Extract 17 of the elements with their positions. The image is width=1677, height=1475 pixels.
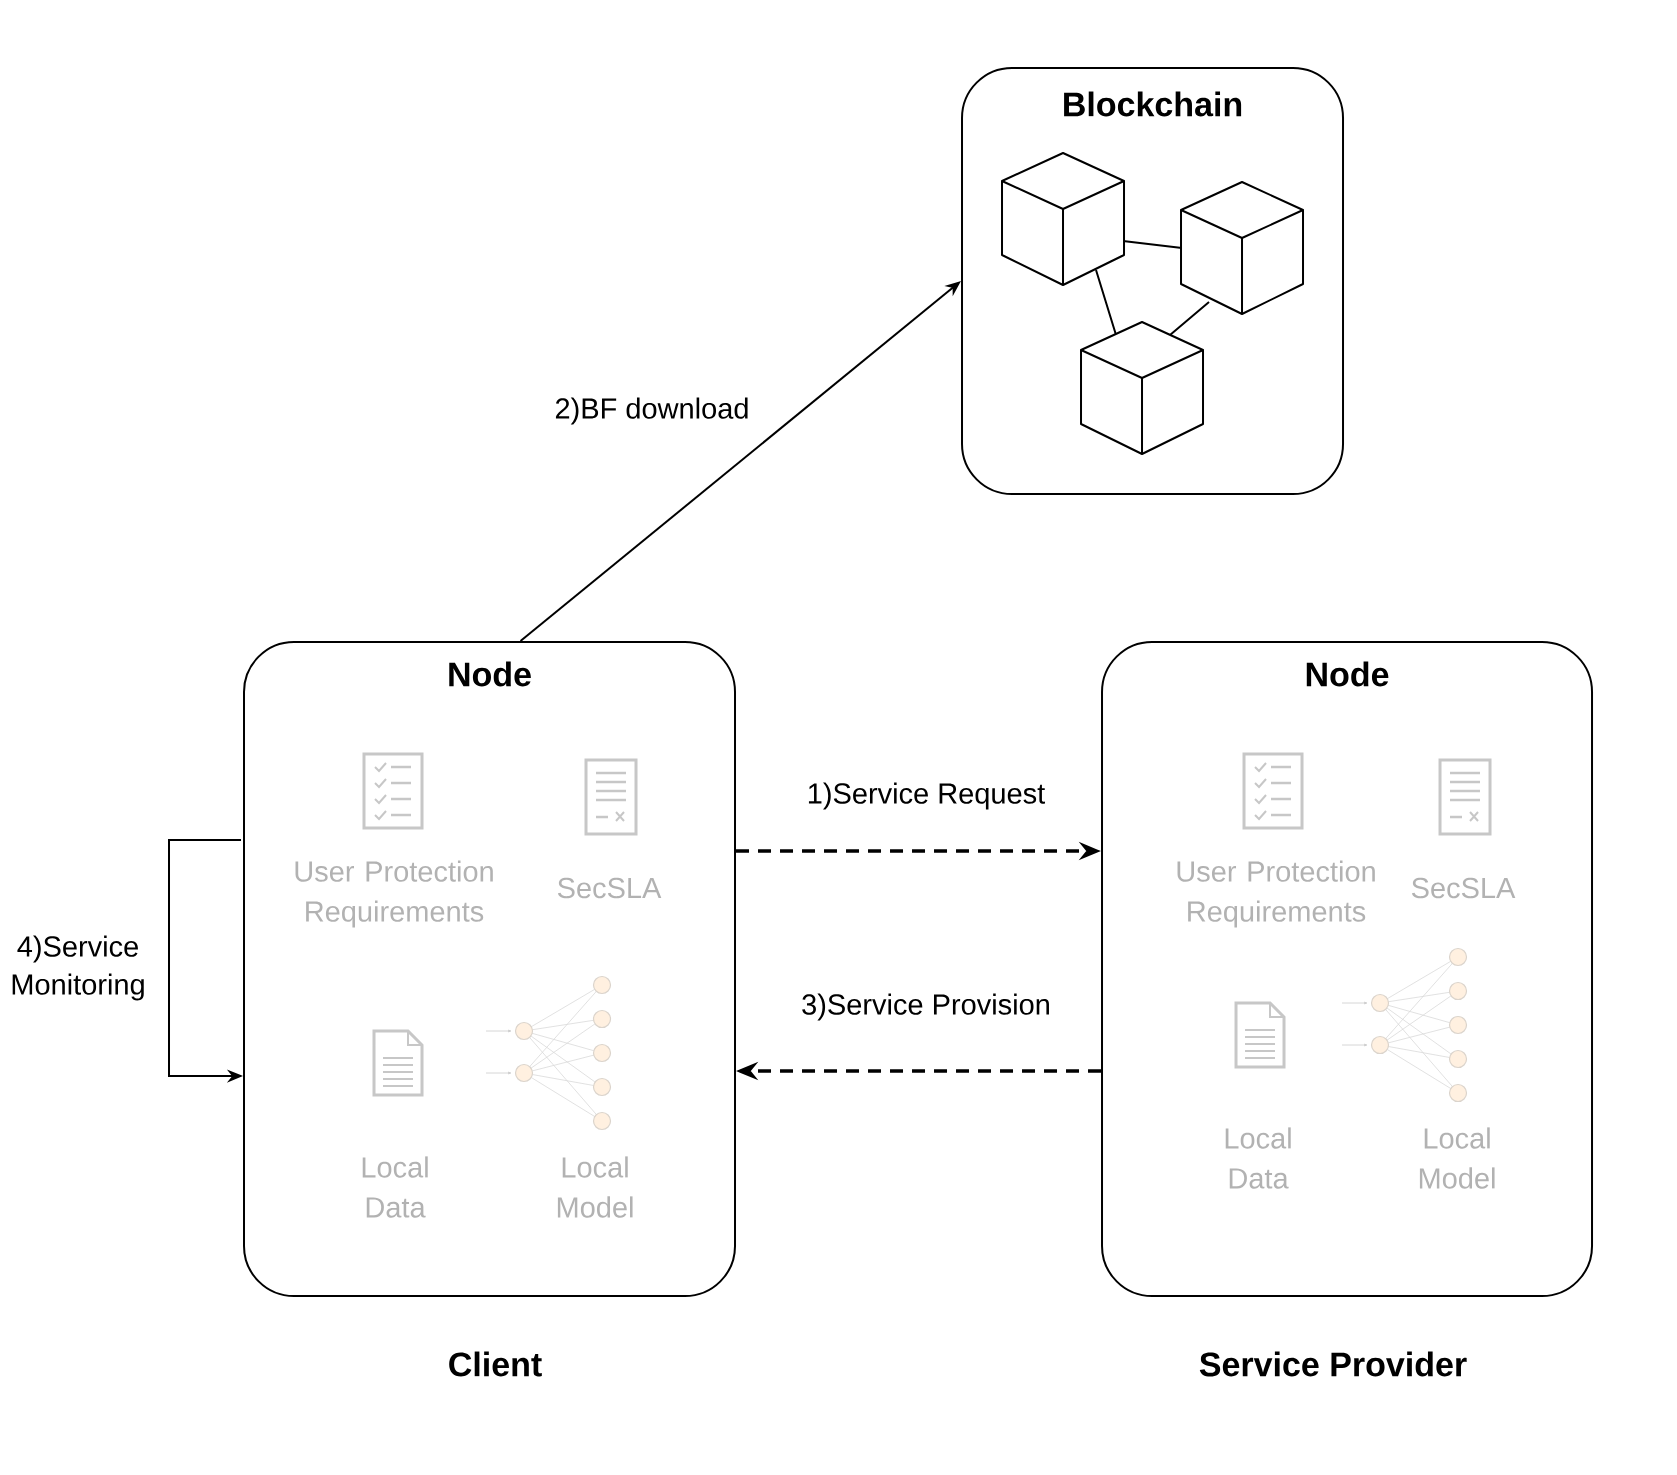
edge-label: 3)Service Provision [799,991,1053,1023]
item-label: Local Model [557,1156,633,1218]
item-label: User Protection Requirements [295,860,493,928]
item-label: Local Data [1225,1127,1291,1189]
box-title: Blockchain [1064,91,1242,117]
edge-label: 4)Service Monitoring [0,933,165,1003]
item-label: Local Data [362,1156,428,1218]
item-label: SecSLA [557,877,662,899]
edge-label: 1)Service Request [804,780,1048,812]
item-label: SecSLA [1411,877,1516,899]
role-label: Client [449,1351,542,1377]
box-title: Node [449,661,531,687]
item-label: User Protection Requirements [1177,860,1375,928]
edge-label: 2)BF download [552,395,752,427]
role-label: Service Provider [1199,1351,1467,1377]
item-label: Local Model [1419,1127,1495,1189]
box-title: Node [1306,661,1389,687]
